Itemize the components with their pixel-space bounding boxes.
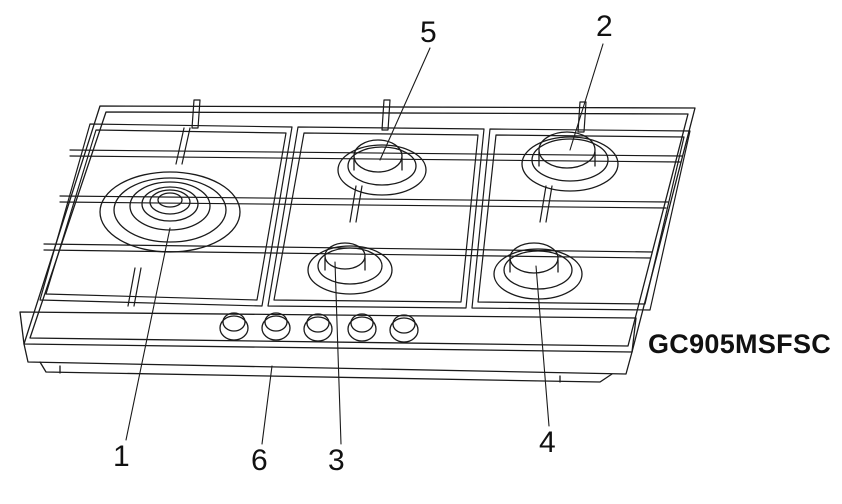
- burner-4: [493, 242, 583, 300]
- callout-6-label: 6: [251, 444, 268, 477]
- control-knobs: [219, 312, 419, 343]
- control-panel: [19, 311, 637, 383]
- burner-3: [307, 242, 393, 295]
- callout-3-label: 3: [328, 444, 345, 477]
- callout-5-label: 5: [420, 16, 437, 49]
- callout-2-label: 2: [596, 10, 613, 43]
- leader-lines: [125, 43, 604, 445]
- burner-1-large: [99, 171, 241, 253]
- pan-support-grates: [39, 99, 691, 311]
- burner-2: [521, 131, 619, 192]
- model-code-label: GC905MSFSC: [648, 329, 832, 359]
- callout-4-label: 4: [539, 426, 556, 459]
- burner-5: [337, 139, 427, 196]
- callout-1-label: 1: [113, 440, 130, 473]
